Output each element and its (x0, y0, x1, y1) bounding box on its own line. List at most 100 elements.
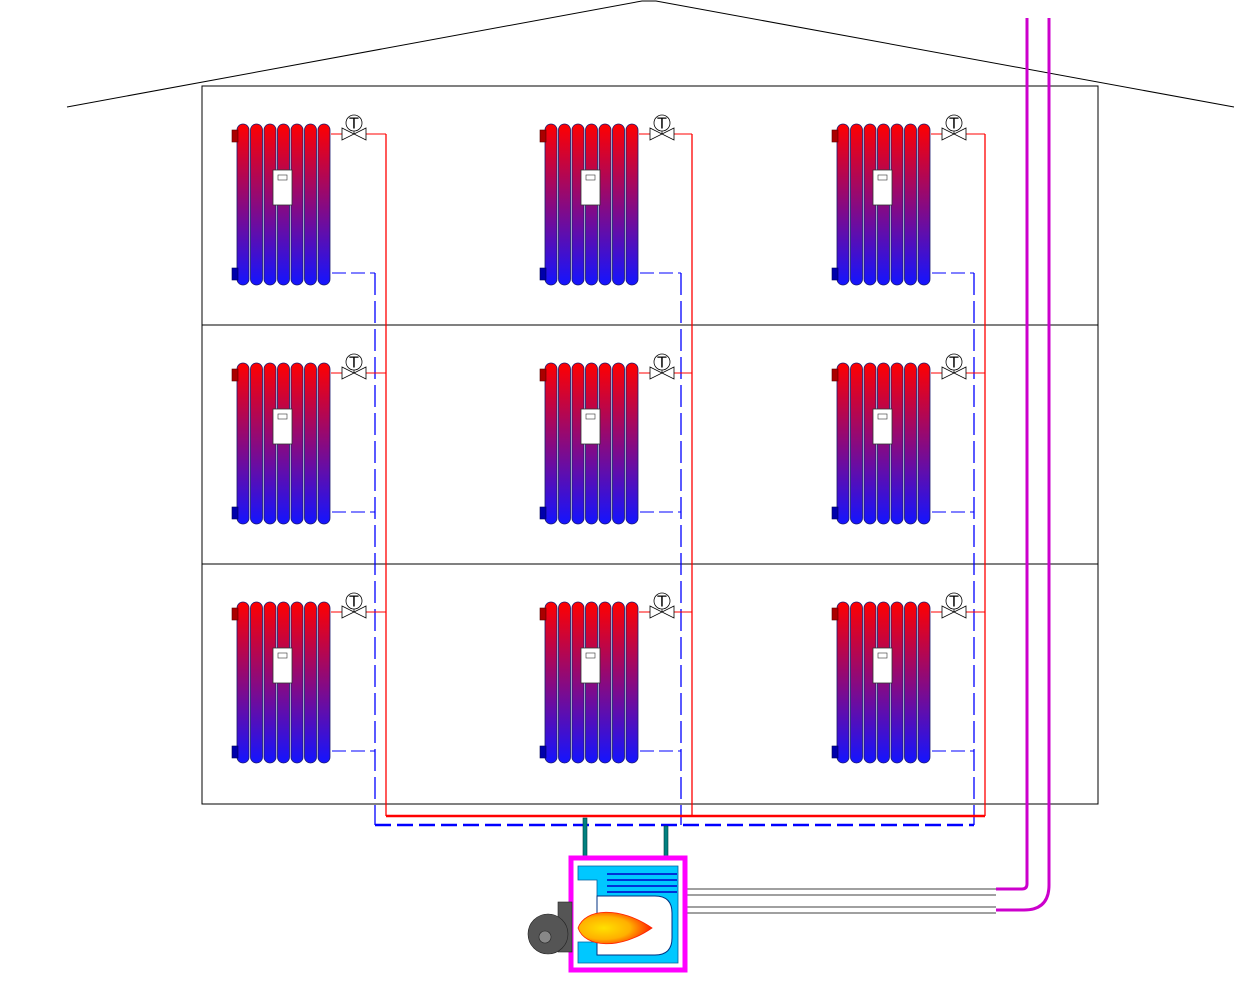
radiator-section (612, 601, 625, 764)
thermostat-head (653, 353, 671, 371)
thermostat-label: T (348, 115, 359, 133)
radiator-section (558, 123, 571, 286)
radiator-section (304, 362, 317, 525)
radiator-section (544, 362, 558, 525)
thermostat-head (345, 114, 363, 132)
thermostat-label: T (656, 354, 667, 372)
valve-body (661, 366, 675, 380)
thermostatic-valve-icon: T (649, 592, 675, 619)
boiler-icon (527, 817, 688, 973)
thermostat-head (653, 114, 671, 132)
valve-body (649, 366, 663, 380)
radiator-icon (539, 362, 639, 525)
radiator-section (236, 601, 250, 764)
valve-body (661, 605, 675, 619)
radiator-end-cap (831, 506, 839, 520)
radiator-section (317, 601, 331, 764)
radiator-label-slot (877, 652, 888, 659)
radiator-end-cap (831, 129, 839, 143)
thermostat-label: T (348, 354, 359, 372)
chimney-flue-icon (680, 18, 1051, 914)
valve-body (941, 127, 955, 141)
radiator-section (236, 362, 250, 525)
building-outline (201, 85, 1099, 805)
radiator-section (250, 123, 263, 286)
thermostat-label: T (348, 593, 359, 611)
radiator-section (598, 601, 612, 764)
thermostat-label: T (656, 115, 667, 133)
radiator-section (850, 123, 863, 286)
valve-body (649, 605, 663, 619)
valve-body (341, 605, 355, 619)
thermostat-label: T (948, 593, 959, 611)
radiator-icon (831, 123, 931, 286)
thermostatic-valve-icon: T (941, 114, 967, 141)
chimney-inner-pipe (996, 18, 1029, 891)
radiator-section (317, 362, 331, 525)
radiator-icon (231, 123, 331, 286)
thermostatic-valve-icon: T (341, 592, 367, 619)
radiator-section (598, 123, 612, 286)
radiator-section (850, 362, 863, 525)
valve-body (353, 366, 367, 380)
radiator-section (917, 362, 931, 525)
radiator-end-cap (539, 129, 547, 143)
radiator-section (890, 123, 904, 286)
radiator-section (317, 123, 331, 286)
thermostat-head (653, 592, 671, 610)
thermostat-head (345, 592, 363, 610)
radiator-label-slot (585, 413, 596, 420)
valve-body (341, 366, 355, 380)
boiler-supply-connector (582, 817, 588, 861)
radiator-end-cap (831, 267, 839, 281)
radiator-end-cap (231, 368, 239, 382)
thermostat-head (945, 114, 963, 132)
valve-body (661, 127, 675, 141)
thermostatic-valve-icon: T (649, 114, 675, 141)
radiator-section (836, 601, 850, 764)
valve-body (941, 366, 955, 380)
valve-body (953, 366, 967, 380)
radiator-icon (539, 123, 639, 286)
radiator-section (558, 601, 571, 764)
radiator-section (850, 601, 863, 764)
radiator-section (904, 362, 917, 525)
radiator-section (544, 601, 558, 764)
piping-network (331, 133, 986, 827)
thermostat-label: T (948, 115, 959, 133)
radiator-section (250, 601, 263, 764)
roof-outline (66, 0, 1235, 108)
radiator-section (544, 123, 558, 286)
radiator-end-cap (231, 607, 239, 621)
burner-fan-hub (538, 930, 552, 944)
valve-body (353, 605, 367, 619)
radiator-icon (231, 601, 331, 764)
chimney-outer-pipe (996, 18, 1051, 912)
flame-icon (577, 911, 653, 945)
radiator-section (290, 123, 304, 286)
radiator-section (904, 601, 917, 764)
radiator-end-cap (539, 607, 547, 621)
valve-body (353, 127, 367, 141)
valve-body (341, 127, 355, 141)
radiator-section (836, 362, 850, 525)
radiator-icon (831, 601, 931, 764)
thermostat-head (945, 353, 963, 371)
radiator-section (304, 601, 317, 764)
radiator-label-slot (277, 652, 288, 659)
thermostat-head (945, 592, 963, 610)
thermostat-head (345, 353, 363, 371)
radiator-section (290, 362, 304, 525)
radiator-icon (231, 362, 331, 525)
valve-body (941, 605, 955, 619)
valve-body (953, 127, 967, 141)
thermostatic-valve-icon: T (649, 353, 675, 380)
radiator-end-cap (539, 745, 547, 759)
radiator-end-cap (231, 129, 239, 143)
radiator-section (904, 123, 917, 286)
radiator-label-slot (877, 174, 888, 181)
radiator-label-slot (877, 413, 888, 420)
radiator-section (890, 601, 904, 764)
valve-body (649, 127, 663, 141)
